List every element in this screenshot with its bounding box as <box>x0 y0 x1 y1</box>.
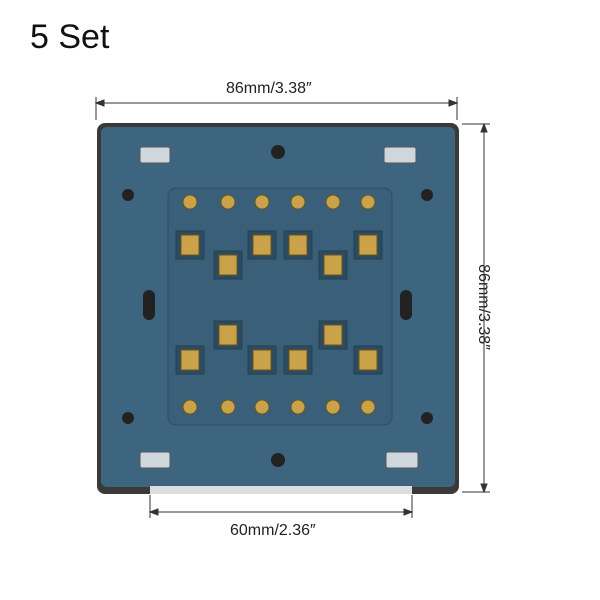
screw-icon <box>220 399 236 415</box>
dimension-lines <box>94 97 490 518</box>
terminal-clamp <box>358 234 378 256</box>
terminal-clamp <box>323 254 343 276</box>
page-title: 5 Set <box>30 18 110 56</box>
terminal-clamp <box>252 234 272 256</box>
screw-icon <box>254 194 270 210</box>
terminal-clamp <box>218 324 238 346</box>
screw-icon <box>325 399 341 415</box>
screw-icon <box>220 194 236 210</box>
terminal-clamp <box>288 234 308 256</box>
screw-icon <box>182 194 198 210</box>
terminal-clamp <box>358 349 378 371</box>
screw-icon <box>325 194 341 210</box>
screw-icon <box>360 194 376 210</box>
terminal-clamp <box>288 349 308 371</box>
screw-icon <box>254 399 270 415</box>
screw-icon <box>290 194 306 210</box>
terminal-clamp <box>323 324 343 346</box>
terminal-clamp <box>180 234 200 256</box>
terminal-clamp <box>180 349 200 371</box>
screw-icon <box>290 399 306 415</box>
terminal-clamp <box>252 349 272 371</box>
terminal-block <box>167 187 393 426</box>
width-label: 86mm/3.38″ <box>226 80 312 97</box>
screw-icon <box>182 399 198 415</box>
screw-icon <box>360 399 376 415</box>
terminal-clamp <box>218 254 238 276</box>
inner-width-label: 60mm/2.36″ <box>230 522 316 539</box>
